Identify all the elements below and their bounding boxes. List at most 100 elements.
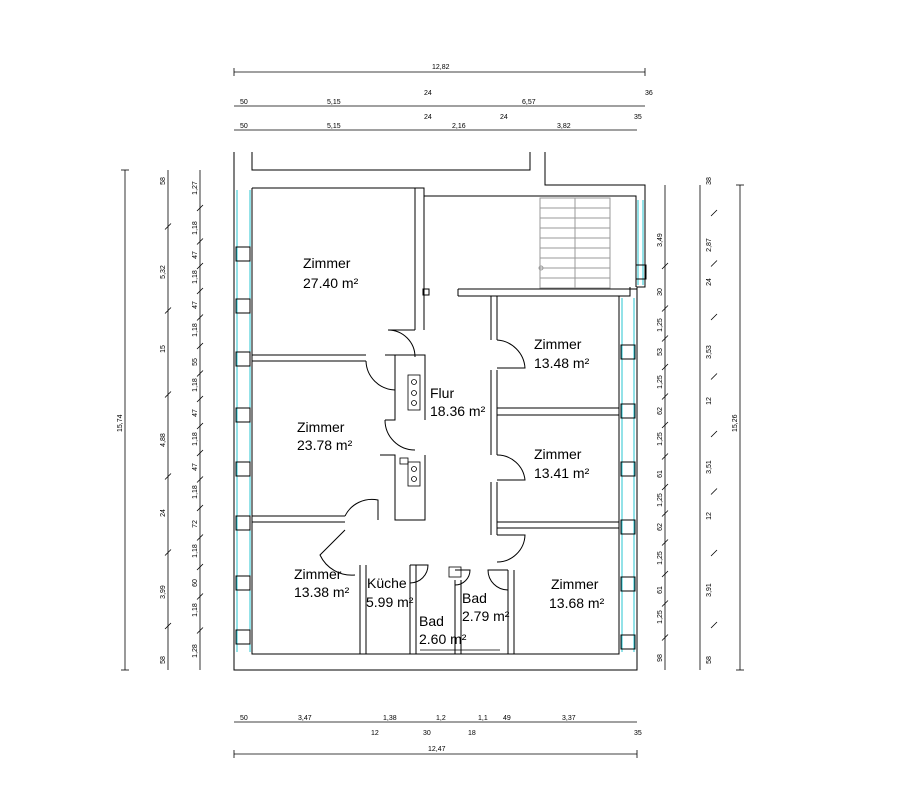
room-2-area: 23.78 m² [297,437,353,453]
dim-bot-4: 30 [423,730,431,737]
dim-right-inner-13: 98 [657,654,664,662]
dim-left-outer-5: 3,99 [160,585,167,599]
dim-right-inner-5: 62 [657,407,664,415]
dim-right-inner-tick-0 [661,262,669,270]
dim-left-inner-tick-2 [196,262,204,270]
dim-top-r2-1: 5,15 [327,123,341,130]
doors [319,329,526,591]
door-right-1 [496,339,526,369]
dim-left-outer-tick-5 [164,622,172,630]
dim-right-outer-tick-3 [710,373,718,380]
dim-right-inner-7: 61 [657,470,664,478]
dim-right-inner-1: 30 [657,288,664,296]
dim-bot-0: 50 [240,715,248,722]
dim-left-outer-6: 58 [160,656,167,664]
bath-1-name: Bad [419,613,444,629]
dim-right-inner-tick-12 [661,634,669,641]
room-5-area: 13.41 m² [534,465,590,481]
wall-column [422,288,430,296]
dim-bot-7: 1,1 [478,715,488,722]
window-left [235,190,251,652]
dim-left-inner-6: 55 [192,358,199,366]
dim-right-inner-tick-4 [661,393,669,400]
dim-right-inner-tick-9 [661,539,669,546]
inner-wall-outline [251,187,637,655]
dim-left-inner-tick-11 [196,504,204,512]
dim-top-r2-5: 3,82 [557,123,571,130]
dim-left-inner-9: 1,18 [192,432,199,446]
dim-right-outer-tick-0 [710,209,718,217]
dim-right-outer-4: 12 [706,397,713,405]
corridor-right-wall [490,296,498,535]
dim-left-inner-11: 1,18 [192,485,199,499]
room-3-name: Zimmer [294,566,342,582]
room-4-name: Zimmer [551,576,599,592]
partition-room1-room2 [252,354,366,362]
flur-area: 18.36 m² [430,403,486,419]
door-room1 [387,329,416,358]
dim-right-inner-9: 62 [657,523,664,531]
dim-bot-3: 1,38 [383,715,397,722]
dim-left-inner-5: 1,18 [192,323,199,337]
dim-bot-6: 18 [468,730,476,737]
door-room3 [319,498,379,576]
dim-left-inner-14: 60 [192,579,199,587]
door-room2-bottom [384,419,416,451]
bath-2-name: Bad [462,590,487,606]
kitchen-area: 5.99 m² [366,594,414,610]
door-right-2 [496,454,526,481]
dim-left-inner-tick-4 [196,314,204,321]
dim-right-inner-tick-5 [661,421,669,429]
dim-right-inner-tick-7 [661,483,669,491]
dim-left-inner-tick-14 [196,593,204,600]
left-inner-dimension-labels: 1,271,18471,18471,18551,18471,18471,1872… [192,181,199,658]
dim-left-inner-tick-6 [196,370,204,377]
dim-left-inner-15: 1,18 [192,603,199,617]
dim-left-inner-tick-13 [196,563,204,571]
dim-right-outer-1: 2,87 [706,238,713,252]
dim-right-inner-tick-11 [661,600,669,607]
dim-right-outer-tick-1 [710,260,718,267]
dim-top-r2-6: 35 [634,114,642,121]
dimension-labels: 12,82 50 5,15 24 6,57 36 50 5,15 24 2,16… [117,64,739,753]
dimension-lines [121,68,744,758]
partition-room1-right [414,188,425,330]
dim-left-outer-4: 24 [160,509,167,517]
dim-top-r1-1: 5,15 [327,99,341,106]
dim-left-inner-16: 1,28 [192,644,199,658]
dim-right-outer-3: 3,53 [706,345,713,359]
partition-room2-room3 [252,515,345,523]
fixtures [399,374,500,651]
dim-left-inner-tick-15 [196,627,204,634]
dim-right-inner-10: 1,25 [657,551,664,565]
room-2-name: Zimmer [297,419,345,435]
dim-right-inner-4: 1,25 [657,375,664,389]
dim-bot-8: 49 [503,715,511,722]
staircase [538,197,611,289]
dim-left-inner-7: 1,18 [192,378,199,392]
outer-wall-outline [233,152,646,671]
dim-right-inner-0: 3,49 [657,233,664,247]
dim-left-inner-tick-8 [196,422,204,430]
dim-left-outer-0: 58 [160,177,167,185]
dim-right-outer-0: 38 [706,177,713,185]
room-4-area: 13.68 m² [549,595,605,611]
dim-right-outer-tick-7 [710,621,718,629]
right-inner-dimension-labels: 3,49301,25531,25621,25611,25621,25611,25… [657,233,664,662]
dim-left-inner-2: 47 [192,251,199,259]
dim-top-r2-2: 24 [424,114,432,121]
dim-right-inner-tick-1 [661,305,669,312]
dim-left-inner-13: 1,18 [192,544,199,558]
dim-right-inner-12: 1,25 [657,610,664,624]
dim-left-inner-tick-9 [196,449,204,457]
dim-left-inner-tick-1 [196,238,204,245]
door-room2-top [365,360,396,391]
partition-right-1 [497,407,619,416]
room-5-name: Zimmer [534,446,582,462]
dim-top-r2-0: 50 [240,123,248,130]
dim-left-inner-tick-3 [196,287,204,295]
dim-left-outer-1: 5,32 [160,265,167,279]
dim-left-inner-8: 47 [192,409,199,417]
stair-landing [457,288,637,297]
